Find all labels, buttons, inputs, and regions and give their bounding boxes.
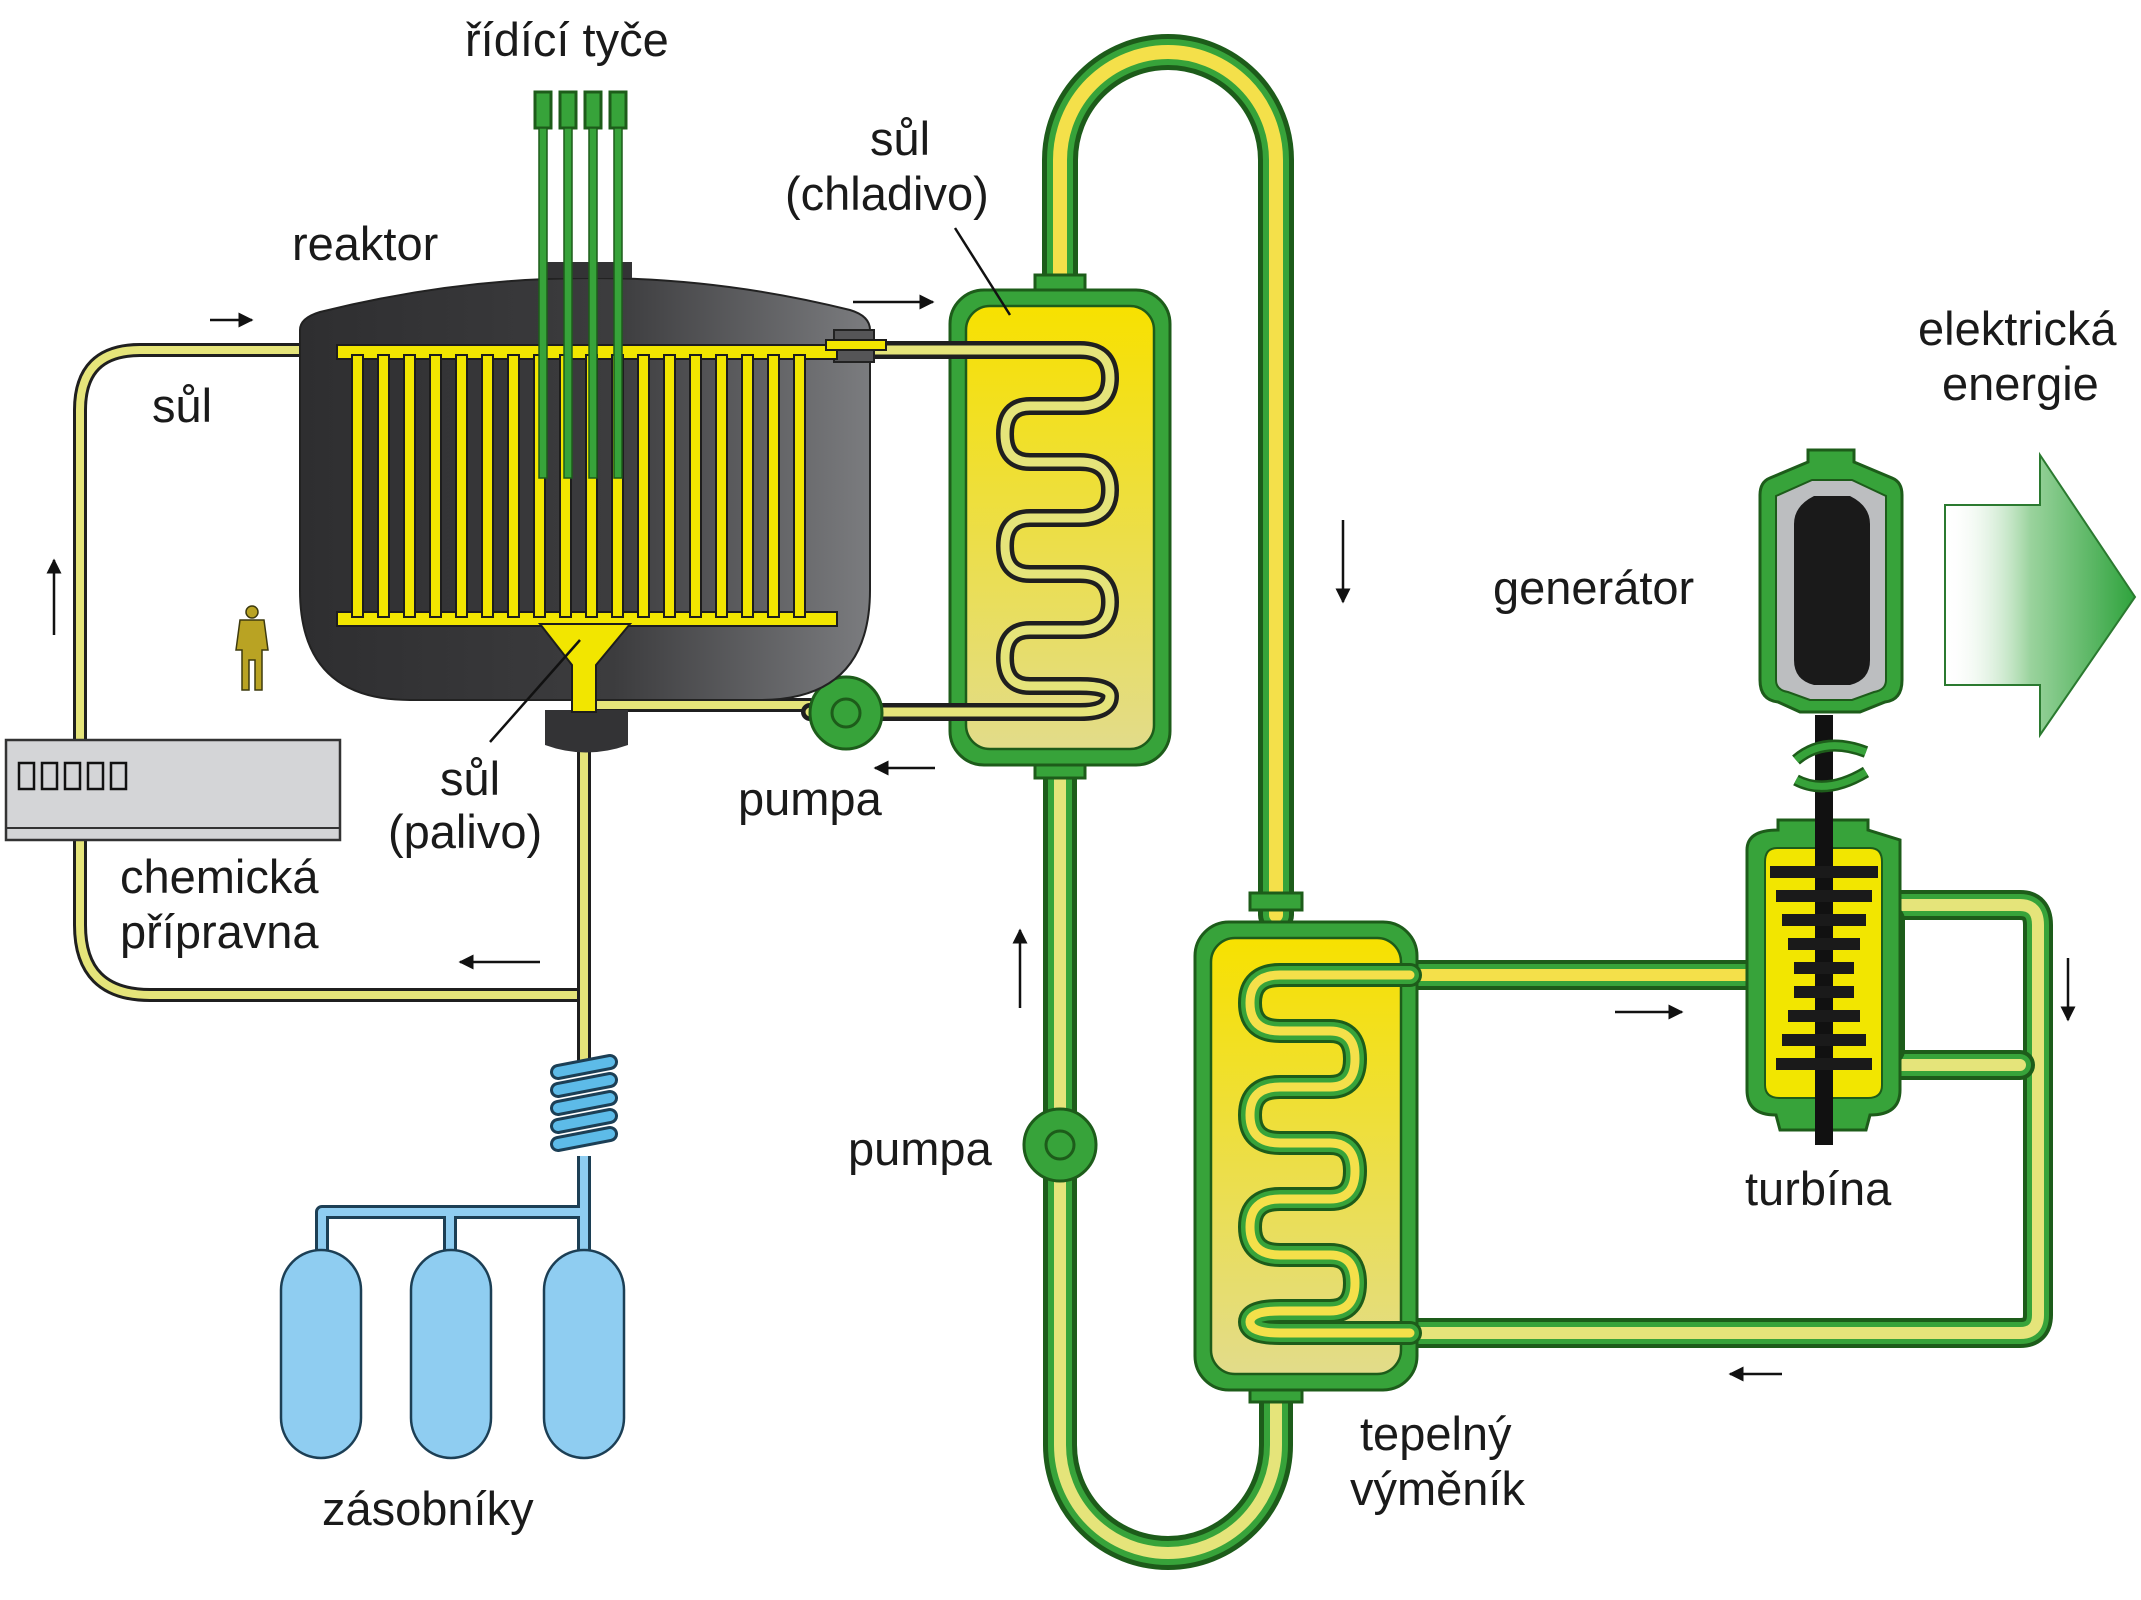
storage-tank-1	[279, 1248, 363, 1460]
exchanger-label-1: tepelný	[1360, 1407, 1512, 1460]
control-rods	[533, 90, 628, 479]
turbine-loop	[1395, 890, 2053, 1348]
chemical-plant	[4, 738, 342, 842]
electric-label-1: elektrická	[1918, 302, 2117, 355]
chemical-label-1: chemická	[120, 850, 319, 903]
freeze-valve-icon	[550, 1054, 618, 1156]
salt-fuel-label-1: sůl	[440, 752, 500, 805]
fuel-grate	[336, 339, 887, 713]
storage-tank-2	[409, 1248, 493, 1460]
fuel-salt-loop	[73, 343, 817, 1082]
salt-coolant-label-1: sůl	[870, 112, 930, 165]
storage-pipes	[315, 1143, 591, 1262]
flow-arrows	[46, 294, 2076, 1382]
tanks-label: zásobníky	[322, 1482, 534, 1535]
hx2-coil	[1238, 963, 1422, 1345]
salt-coolant-label-2: (chladivo)	[785, 167, 989, 220]
electric-label-2: energie	[1942, 357, 2099, 410]
pump-lower-label: pumpa	[848, 1122, 993, 1175]
exchanger-label-2: výměník	[1350, 1462, 1525, 1515]
storage-tank-3	[542, 1248, 626, 1460]
person-icon	[235, 605, 269, 691]
generator	[1758, 448, 1904, 714]
hx1-coil	[801, 341, 1119, 721]
energy-output-arrow	[1944, 451, 2137, 739]
control-rods-label: řídící tyče	[465, 13, 669, 66]
pump-upper-label: pumpa	[738, 772, 883, 825]
coolant-loop	[1042, 34, 1294, 1570]
leader-lines	[489, 227, 1012, 743]
pump-upper-icon	[808, 675, 884, 751]
generator-label: generátor	[1493, 561, 1694, 614]
salt-left-label: sůl	[152, 379, 212, 432]
salt-fuel-label-2: (palivo)	[388, 805, 542, 858]
turbine	[1745, 715, 1902, 1145]
turbine-label: turbína	[1745, 1162, 1892, 1215]
reactor-label: reaktor	[292, 217, 438, 270]
chemical-label-2: přípravna	[120, 905, 319, 958]
pump-lower-icon	[1022, 1107, 1098, 1183]
rotation-icon	[1792, 739, 1870, 793]
